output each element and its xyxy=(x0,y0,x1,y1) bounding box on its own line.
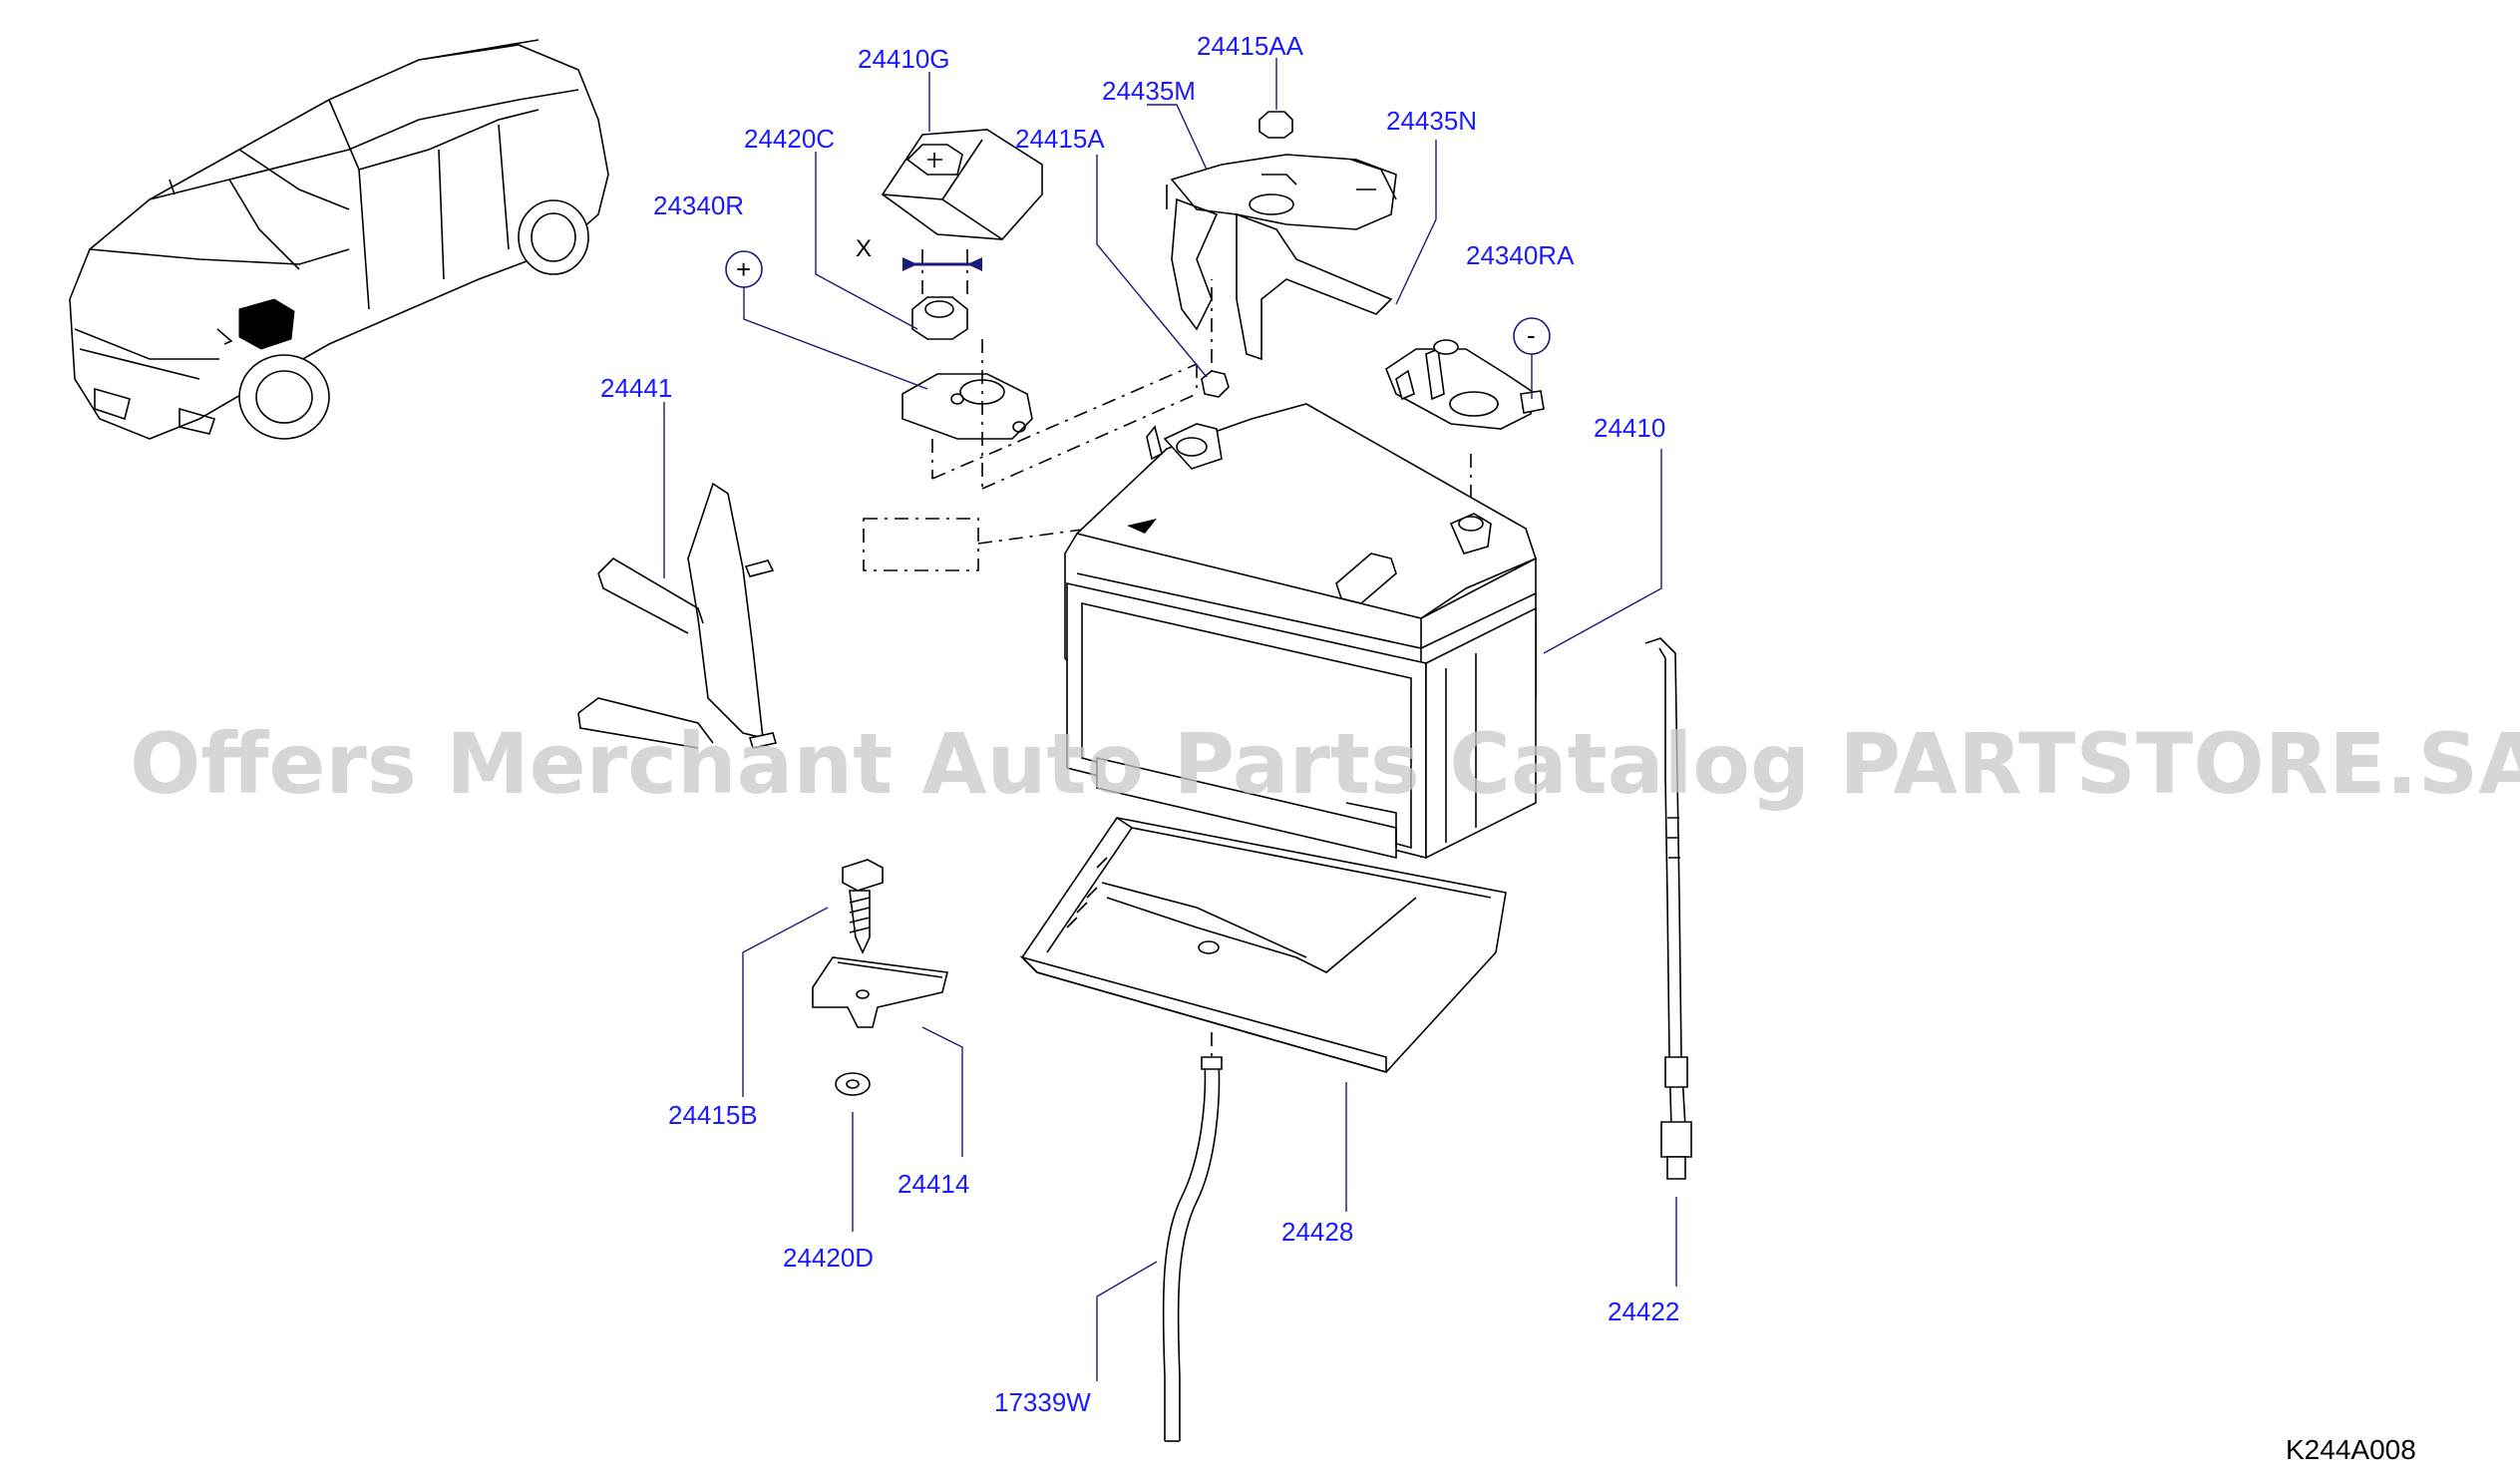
bolt-24415B xyxy=(842,859,884,954)
battery-24410 xyxy=(1064,403,1537,860)
part-label-24410G[interactable]: 24410G xyxy=(858,44,950,74)
nut-24420C xyxy=(911,296,968,340)
negative-symbol: - xyxy=(1527,320,1536,350)
battery-tray-24428 xyxy=(1019,817,1507,1074)
diagram-code: K244A008 xyxy=(2286,1434,2416,1465)
part-label-24435M[interactable]: 24435M xyxy=(1102,76,1196,106)
clamp-plate-24414 xyxy=(812,956,948,1028)
vehicle-locator-illustration xyxy=(69,39,609,440)
part-label-24340R[interactable]: 24340R xyxy=(653,190,744,220)
part-number-labels: 24410G 24415AA 24435M 24420C 24415A 2443… xyxy=(600,31,1679,1417)
part-label-17339W[interactable]: 17339W xyxy=(994,1387,1091,1417)
part-label-24415A[interactable]: 24415A xyxy=(1015,124,1105,154)
bolt-24415A xyxy=(1201,370,1230,398)
battery-location-marker xyxy=(238,298,295,350)
part-label-24420C[interactable]: 24420C xyxy=(744,124,835,154)
nut-24415AA xyxy=(1259,111,1293,139)
part-label-24428[interactable]: 24428 xyxy=(1281,1217,1353,1247)
positive-terminal-clamp xyxy=(901,373,1033,440)
washer-24420D xyxy=(835,1072,871,1096)
positive-symbol: + xyxy=(736,254,751,284)
dimension-x-label: X xyxy=(856,235,872,262)
part-label-24415B[interactable]: 24415B xyxy=(668,1100,758,1130)
part-label-24420D[interactable]: 24420D xyxy=(783,1243,874,1273)
part-label-24422[interactable]: 24422 xyxy=(1608,1296,1679,1326)
ground-cable-24422 xyxy=(1644,637,1692,1180)
part-label-24415AA[interactable]: 24415AA xyxy=(1197,31,1304,61)
part-label-24414[interactable]: 24414 xyxy=(898,1169,969,1199)
watermark: Offers Merchant Auto Parts Catalog PARTS… xyxy=(130,715,2520,813)
part-label-24410[interactable]: 24410 xyxy=(1594,413,1665,443)
negative-terminal-clamp xyxy=(1385,339,1545,430)
side-bracket-24441 xyxy=(577,482,778,749)
dimension-x xyxy=(902,249,982,299)
drain-hose-17339W xyxy=(1162,1056,1223,1442)
part-label-24441[interactable]: 24441 xyxy=(600,373,672,403)
battery-hold-down-bracket xyxy=(1166,154,1397,361)
part-label-24435N[interactable]: 24435N xyxy=(1386,106,1477,136)
part-label-24340RA[interactable]: 24340RA xyxy=(1466,240,1575,270)
terminal-cover-24410G xyxy=(881,129,1043,240)
